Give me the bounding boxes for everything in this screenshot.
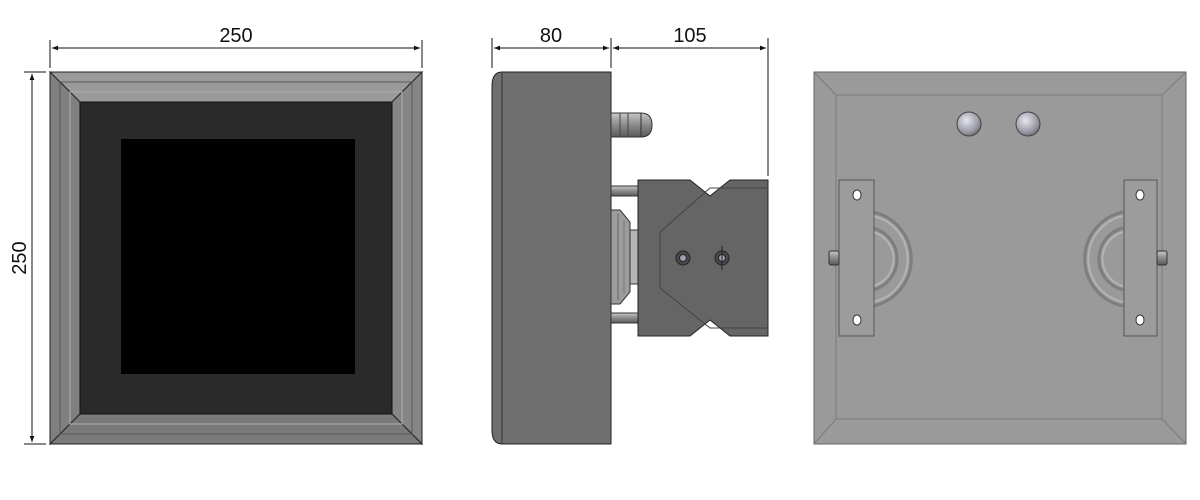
side-bracket-edge bbox=[659, 187, 768, 233]
side-bracket bbox=[637, 179, 769, 337]
side-rod-bottom bbox=[610, 312, 642, 324]
back-button-icon bbox=[1015, 111, 1041, 137]
side-rod-top bbox=[610, 185, 642, 197]
left-side-pin bbox=[828, 250, 840, 266]
frame-bottom-bevel bbox=[48, 413, 424, 445]
back-button-icon bbox=[956, 111, 982, 137]
left-ring-icon bbox=[872, 210, 913, 308]
back-view bbox=[813, 71, 1187, 445]
side-body bbox=[491, 71, 612, 445]
side-hub bbox=[610, 209, 641, 305]
bracket-hole-icon bbox=[852, 189, 862, 326]
left-bracket-bar bbox=[838, 179, 875, 337]
screen bbox=[121, 139, 355, 374]
frame-left-bevel bbox=[49, 70, 81, 446]
dimension-label-front-width: 250 bbox=[219, 25, 252, 47]
frame-top-bevel bbox=[48, 71, 424, 103]
screw-icon bbox=[675, 250, 691, 266]
side-pin bbox=[610, 112, 653, 138]
dimension-label-mount-depth: 105 bbox=[673, 25, 706, 47]
side-view bbox=[491, 71, 769, 445]
dimension-mount-depth: 105 bbox=[613, 25, 769, 176]
side-bracket-edge-2 bbox=[659, 232, 768, 329]
right-side-pin bbox=[1156, 250, 1168, 266]
screw-icon bbox=[714, 246, 730, 270]
dimension-label-side-depth: 80 bbox=[540, 25, 562, 47]
right-bracket-bar bbox=[1123, 179, 1158, 337]
frame-right-bevel bbox=[391, 70, 423, 446]
dimension-side-depth: 80 bbox=[491, 25, 612, 68]
bracket-hole-icon bbox=[1135, 189, 1145, 326]
frame-inner-line-2 bbox=[69, 91, 403, 425]
right-ring-icon bbox=[1083, 210, 1124, 308]
frame-inner-line bbox=[59, 81, 413, 435]
front-view bbox=[48, 70, 424, 446]
dimension-front-height: 250 bbox=[9, 71, 46, 445]
dimension-label-front-height: 250 bbox=[9, 241, 31, 274]
dimension-front-width: 250 bbox=[49, 25, 423, 68]
